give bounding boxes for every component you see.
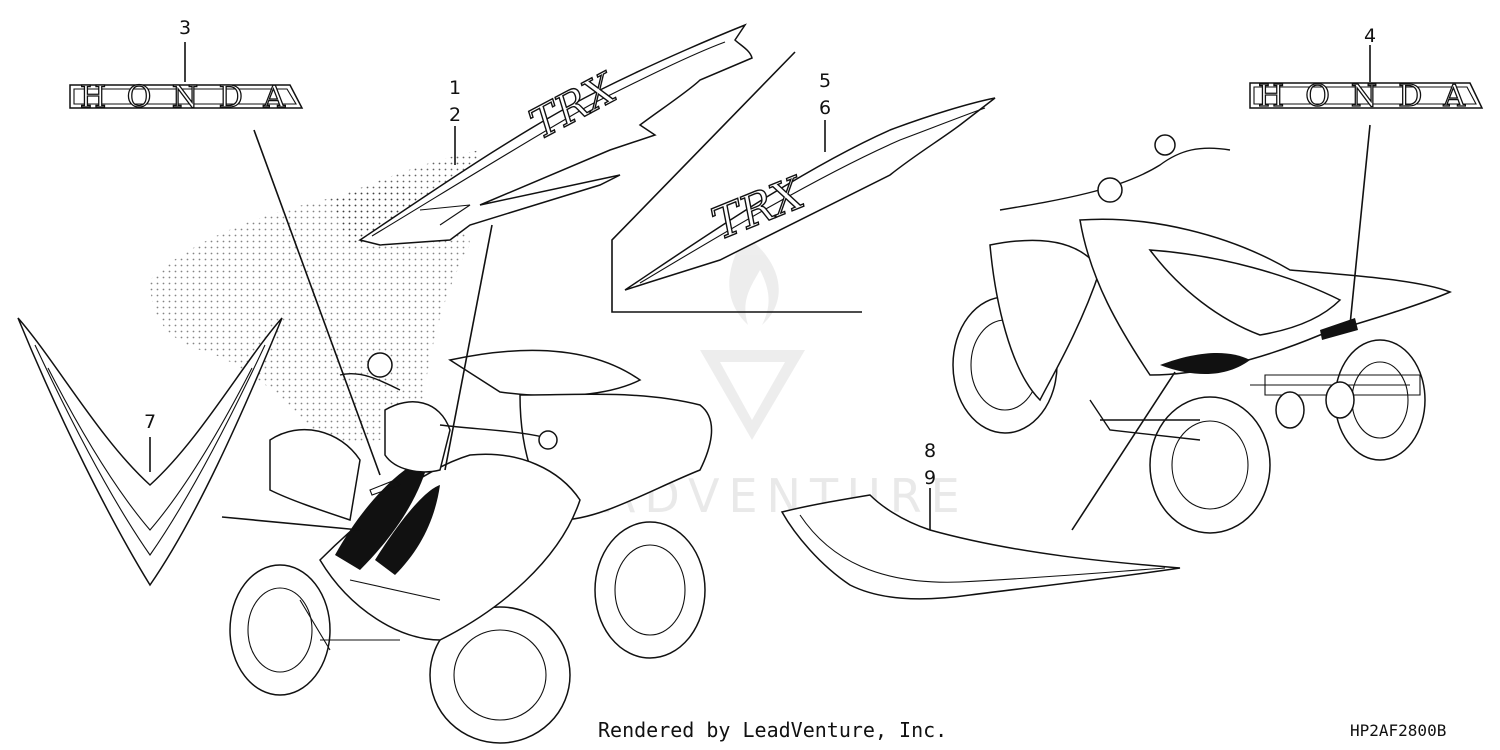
callouts: 3 4 1 2 5 6 7 8 9 [144, 17, 1376, 489]
render-credit: Rendered by LeadVenture, Inc. [598, 718, 948, 742]
callout-7: 7 [144, 411, 156, 433]
stripe-decal-middle[interactable]: TRX [611, 51, 996, 313]
callout-1: 1 [449, 77, 461, 99]
callout-6: 6 [819, 97, 831, 119]
stripe-decal-upper[interactable]: TRX [358, 23, 753, 246]
callout-4: 4 [1364, 25, 1376, 47]
side-stripe-decal[interactable] [780, 494, 1181, 600]
leader-lines [149, 42, 1371, 531]
callout-8: 8 [924, 440, 936, 462]
callout-3: 3 [179, 17, 191, 39]
atv-front-view [229, 349, 713, 744]
honda-emblem-right[interactable]: HONDA [1249, 78, 1484, 115]
v-decal[interactable] [17, 317, 283, 587]
atv-rear-view [952, 134, 1452, 534]
drawing-code: HP2AF2800B [1350, 721, 1447, 740]
callout-5: 5 [819, 70, 831, 92]
honda-emblem-left[interactable]: HONDA [69, 79, 304, 116]
callout-2: 2 [449, 104, 461, 126]
callout-9: 9 [924, 467, 936, 489]
